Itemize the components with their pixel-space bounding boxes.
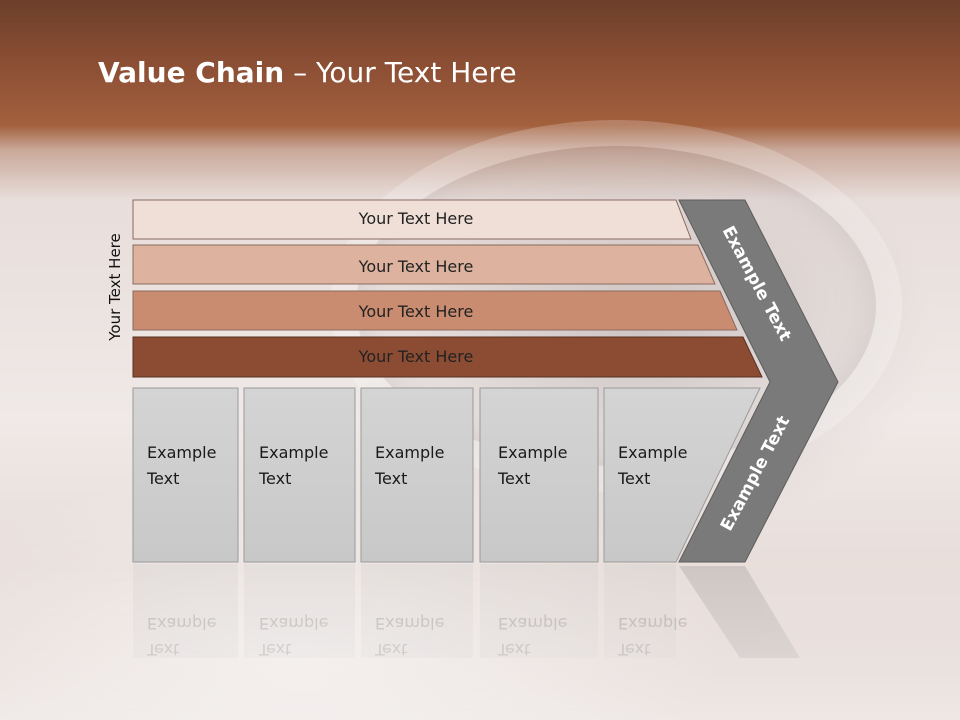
reflection-fade: [0, 566, 960, 720]
band-1[interactable]: [132, 199, 692, 240]
activity-box-3-label-2: Text: [374, 469, 407, 488]
margin-chevron: Example Text Example Text: [678, 199, 839, 563]
chevron-shape[interactable]: [678, 199, 839, 563]
band-2[interactable]: [132, 244, 716, 285]
activity-box-1-label: Example: [147, 443, 216, 462]
bands-group: Your Text Here Your Text Here Your Text …: [132, 199, 763, 378]
activity-box-2-label-2: Text: [258, 469, 291, 488]
activity-box-4-label: Example: [498, 443, 567, 462]
activity-box-1[interactable]: [132, 387, 239, 563]
band-3[interactable]: [132, 290, 738, 331]
activity-box-3[interactable]: [360, 387, 474, 563]
boxes-group: Example Text Example Text Example Text E…: [132, 387, 761, 563]
title-bold: Value Chain: [98, 56, 285, 89]
activity-box-5[interactable]: [603, 387, 761, 563]
slide-title: Value Chain – Your Text Here: [98, 56, 517, 89]
activity-box-5-label-2: Text: [617, 469, 650, 488]
band-3-label: Your Text Here: [358, 302, 474, 321]
activity-box-2[interactable]: [243, 387, 356, 563]
activity-box-4[interactable]: [479, 387, 599, 563]
activity-box-2-label: Example: [259, 443, 328, 462]
band-2-label: Your Text Here: [358, 257, 474, 276]
activity-box-5-label: Example: [618, 443, 687, 462]
activity-box-1-label-2: Text: [146, 469, 179, 488]
activity-box-3-label: Example: [375, 443, 444, 462]
band-1-label: Your Text Here: [358, 209, 474, 228]
activity-box-4-label-2: Text: [497, 469, 530, 488]
band-4-label: Your Text Here: [358, 347, 474, 366]
title-rest: – Your Text Here: [284, 56, 517, 89]
band-4[interactable]: [132, 336, 763, 378]
